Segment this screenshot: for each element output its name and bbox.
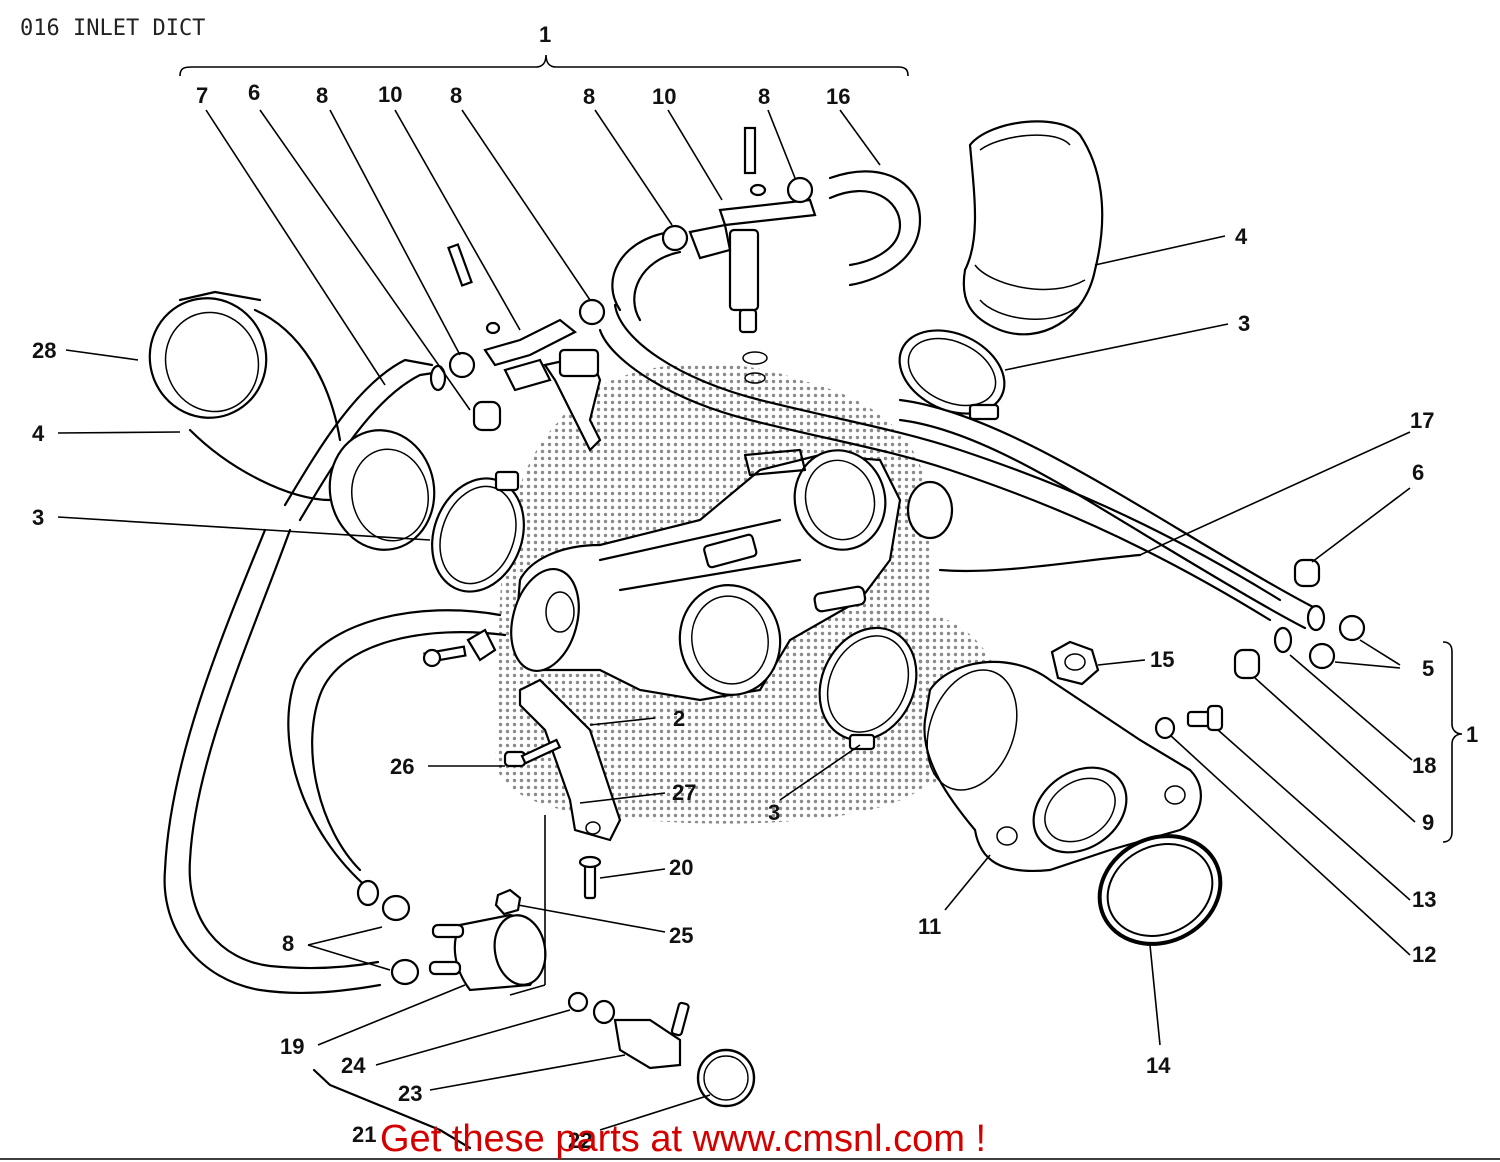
callout-14: 14: [1146, 1053, 1171, 1078]
callout-27: 27: [672, 780, 696, 805]
clamp-3-lower: [818, 626, 918, 751]
clamp-3-upper-right: [898, 329, 1006, 421]
callout-10: 10: [652, 84, 676, 109]
throttle-body: [510, 448, 954, 702]
callout-15: 15: [1150, 647, 1174, 672]
callout-9: 9: [1422, 810, 1434, 835]
callout-11: 11: [918, 914, 941, 939]
fuel-hose-top: [598, 170, 1293, 654]
callout-7: 7: [196, 83, 208, 108]
callout-8: 8: [583, 84, 595, 109]
intake-duct-left: [148, 290, 436, 551]
callout-25: 25: [669, 923, 693, 948]
callout-21: 21: [352, 1122, 376, 1147]
callout-3: 3: [768, 800, 780, 825]
clamp-3-left: [431, 470, 525, 593]
callout-13: 13: [1412, 887, 1436, 912]
callout-28: 28: [32, 338, 56, 363]
callout-24: 24: [341, 1053, 366, 1078]
page-title: 016 INLET DICT: [20, 16, 206, 41]
callout-20: 20: [669, 855, 693, 880]
callout-17: 17: [1410, 408, 1434, 433]
callout-3: 3: [1238, 311, 1250, 336]
callout-16: 16: [826, 84, 850, 109]
callout-3: 3: [32, 505, 44, 530]
hose-lower-loop: [287, 609, 507, 907]
callout-6: 6: [248, 80, 260, 105]
callout-23: 23: [398, 1081, 422, 1106]
assembly-1-bracket: [179, 54, 909, 77]
callout-26: 26: [390, 754, 414, 779]
callout-4: 4: [32, 421, 45, 446]
fasteners-right: [1050, 640, 1224, 740]
callout-22: 22: [568, 1128, 592, 1153]
pressure-regulator-19: [428, 888, 756, 1108]
left-long-hose: [163, 528, 382, 995]
callout-1-right: 1: [1466, 722, 1478, 747]
callout-8: 8: [282, 931, 294, 956]
leader-lines: [57, 109, 1416, 1131]
support-bracket-27: [422, 628, 622, 900]
assembly-21-bracket: [312, 1068, 472, 1150]
intake-duct-right: [962, 120, 1104, 336]
callout-labels: 1 7 6 8 10 8 8 10 8 16 4 3 28 4 17 3 6 1…: [32, 22, 1478, 1153]
callout-4: 4: [1235, 224, 1248, 249]
hose-clips: [381, 176, 1366, 986]
assembly-1-side-bracket: [1442, 641, 1463, 843]
callout-10: 10: [378, 82, 402, 107]
callout-8: 8: [450, 83, 462, 108]
intake-manifold-11: [923, 660, 1202, 872]
promo-banner[interactable]: Get these parts at www.cmsnl.com !: [380, 1118, 987, 1160]
callout-6: 6: [1412, 460, 1424, 485]
fuel-injector-right: [688, 126, 817, 384]
callout-19: 19: [280, 1034, 304, 1059]
callout-12: 12: [1412, 942, 1436, 967]
callout-1-top: 1: [539, 22, 551, 47]
callout-8: 8: [316, 83, 328, 108]
o-ring-14: [1097, 834, 1223, 946]
callout-8: 8: [758, 84, 770, 109]
hose-17: [898, 398, 1326, 632]
callout-18: 18: [1412, 753, 1436, 778]
callout-5: 5: [1422, 656, 1434, 681]
callout-2: 2: [673, 706, 685, 731]
sleeves: [472, 400, 1321, 680]
fuel-injector-left: [447, 243, 602, 452]
